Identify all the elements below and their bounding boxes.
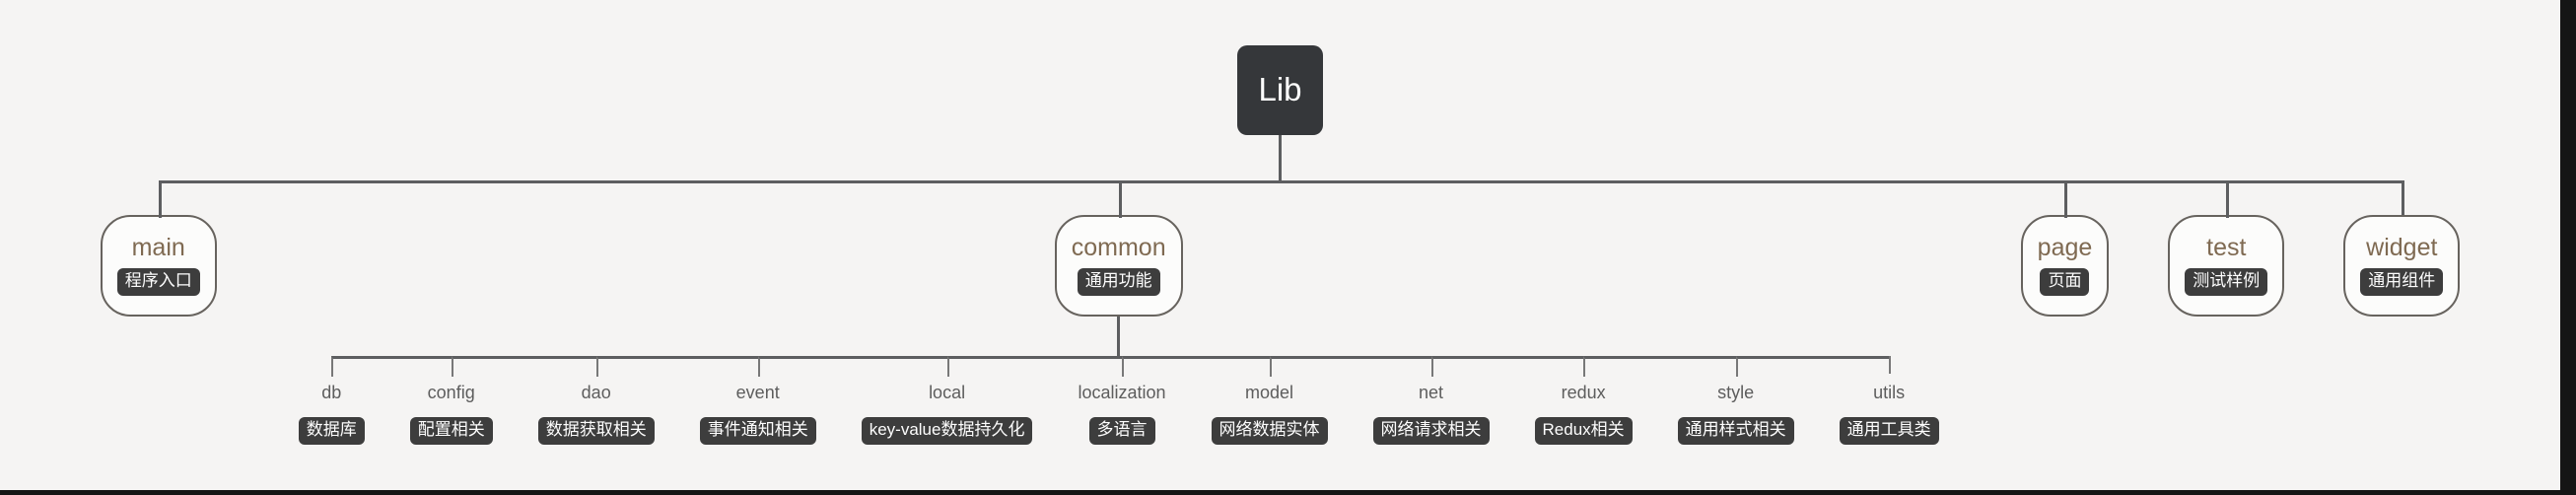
branch-badge: 页面 [2040,268,2090,297]
leaf-node-style[interactable]: style 通用样式相关 [1654,356,1819,445]
branch-badge: 程序入口 [116,268,200,297]
branch-subtree-page: page 页面 [1990,179,2141,318]
branch-badge: 通用组件 [2360,268,2444,297]
branch-badge: 测试样例 [2185,268,2268,297]
branch-title: main [131,233,185,261]
branch-title: widget [2366,233,2438,261]
leaf-node-config[interactable]: config 配置相关 [386,356,518,445]
leaf-node-event[interactable]: event 事件通知相关 [676,356,841,445]
leaf-badge: 通用样式相关 [1677,416,1794,445]
branch-node-test[interactable]: test 测试样例 [2168,214,2285,318]
leaf-title: local [929,383,966,403]
leaf-title: db [321,383,342,403]
branch-node-common[interactable]: common 通用功能 [1054,214,1183,318]
leaf-node-local[interactable]: local key-value数据持久化 [838,356,1058,445]
leaf-badge: 数据库 [298,416,365,445]
branch-connector-stub [1117,317,1121,357]
leaf-list-common: db 数据库 config 配置相关 dao 数据获取相关 event 事件通知相关 local… [276,356,1962,445]
root-subtree: Lib main 程序入口 common 通用功能 db 数据库 config 配置相关 dao… [71,45,2490,445]
leaf-title: event [735,383,780,403]
leaf-title: config [427,383,475,403]
root-node-label: Lib [1258,71,1302,107]
leaf-title: model [1245,383,1294,403]
branch-title: page [2037,233,2093,261]
leaf-badge: 配置相关 [409,416,493,445]
leaf-title: style [1717,383,1755,403]
leaf-node-utils[interactable]: utils 通用工具类 [1816,356,1962,445]
leaf-title: net [1419,383,1444,403]
branch-node-widget[interactable]: widget 通用组件 [2343,214,2461,318]
tree: Lib main 程序入口 common 通用功能 db 数据库 config 配置相关 dao… [71,45,2490,445]
root-connector-stub [1279,134,1282,180]
leaf-badge: Redux相关 [1534,416,1633,445]
dark-edge-band-bottom [0,490,2576,495]
branch-list: main 程序入口 common 通用功能 db 数据库 config 配置相关 dao 数据获取… [71,179,2490,445]
branch-subtree-widget: widget 通用组件 [2314,179,2489,318]
leaf-node-db[interactable]: db 数据库 [276,356,389,445]
leaf-badge: key-value数据持久化 [861,416,1033,445]
leaf-title: utils [1873,383,1906,403]
branch-title: common [1071,233,1166,261]
leaf-node-net[interactable]: net 网络请求相关 [1350,356,1514,445]
leaf-node-model[interactable]: model 网络数据实体 [1188,356,1353,445]
leaf-title: localization [1078,383,1166,403]
branch-subtree-main: main 程序入口 [71,179,249,318]
leaf-badge: 网络数据实体 [1211,416,1328,445]
leaf-title: dao [581,383,611,403]
branch-subtree-test: test 测试样例 [2138,179,2318,318]
branch-node-page[interactable]: page 页面 [2020,214,2110,318]
branch-subtree-common: common 通用功能 db 数据库 config 配置相关 dao 数据获取相关 event 事… [245,179,1994,445]
leaf-title: redux [1561,383,1606,403]
dark-edge-band-right [2560,0,2576,495]
branch-badge: 通用功能 [1077,268,1160,297]
branch-title: test [2206,233,2247,261]
leaf-badge: 事件通知相关 [699,416,816,445]
branch-node-main[interactable]: main 程序入口 [100,214,217,318]
leaf-badge: 网络请求相关 [1372,416,1490,445]
leaf-badge: 多语言 [1088,416,1155,445]
root-node[interactable]: Lib [1237,45,1323,135]
leaf-node-dao[interactable]: dao 数据获取相关 [515,356,679,445]
leaf-badge: 通用工具类 [1839,416,1939,445]
leaf-node-localization[interactable]: localization 多语言 [1055,356,1191,445]
leaf-badge: 数据获取相关 [537,416,655,445]
